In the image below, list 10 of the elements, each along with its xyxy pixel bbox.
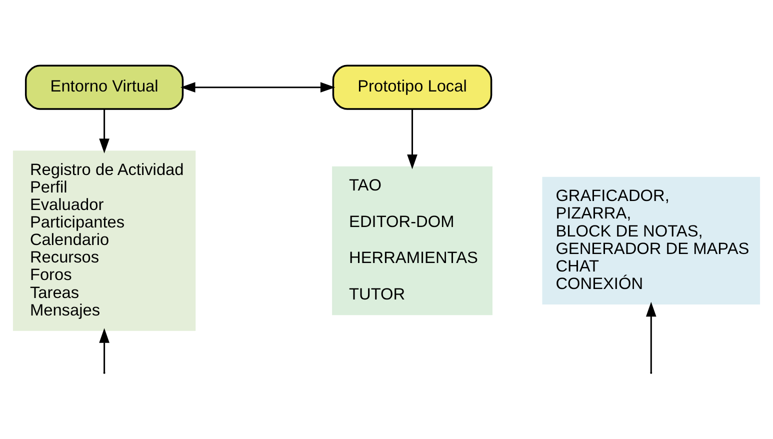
arrow — [99, 109, 110, 154]
node-box: Entorno Virtual — [24, 64, 184, 110]
node-box: Registro de Actividad Perfil Evaluador Participantes Calendario Recursos Foros Tareas Mensajes — [12, 150, 196, 331]
node-box: TAO EDITOR-DOM HERRAMIENTAS TUTOR — [332, 166, 492, 316]
arrow — [180, 82, 336, 93]
node-box: Prototipo Local — [332, 64, 492, 110]
node-box: GRAFICADOR, PIZARRA, BLOCK DE NOTAS, GENERADOR DE MAPAS CHAT CONEXIÓN — [542, 176, 760, 305]
arrow — [99, 328, 110, 372]
arrow — [646, 302, 656, 372]
arrow — [407, 109, 418, 170]
